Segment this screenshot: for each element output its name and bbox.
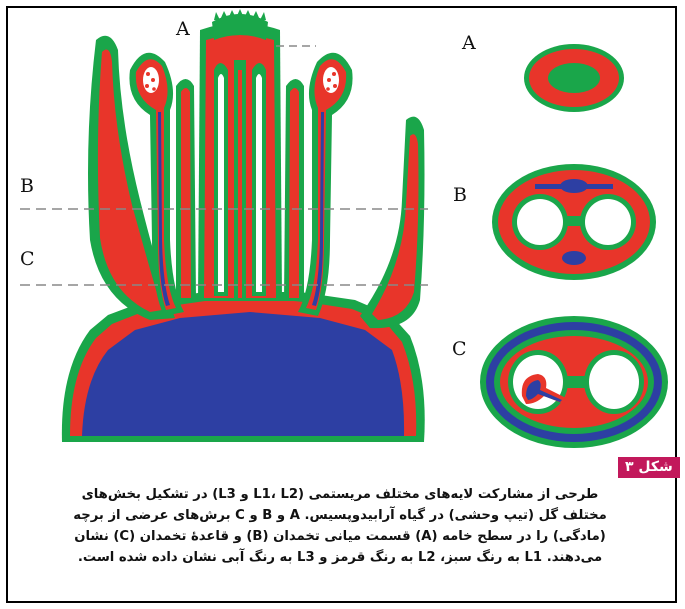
petal-left-L2 [181, 88, 191, 298]
carpel-cavity-right-inner [256, 74, 262, 292]
section-label-c: C [452, 338, 467, 360]
caption-line: می‌دهند. L1 به رنگ سبز، L2 به رنگ قرمز و… [20, 547, 660, 568]
caption-line: مختلف گل (تیپ وحشی) در گیاه آرابیدوپسیس.… [20, 505, 660, 526]
cross-section-b [492, 164, 656, 280]
section-label-a: A [462, 32, 476, 54]
septum-L3 [238, 70, 242, 298]
main-label-c: C [20, 248, 35, 270]
flower-longitudinal-section [62, 9, 425, 442]
main-label-b: B [20, 175, 34, 197]
stigma-papillae [214, 9, 266, 20]
carpel-cavity-left-inner [218, 74, 224, 292]
section-label-b: B [453, 184, 467, 206]
caption-line: (مادگی) را در سطح خامه (A) قسمت میانی تخ… [20, 526, 660, 547]
cross-section-c [480, 316, 668, 448]
figure-number-badge: شکل ۳ [618, 457, 680, 478]
caption-line: طرحی از مشارکت لایه‌های مختلف مریستمی (L… [20, 484, 660, 505]
main-label-a: A [176, 18, 190, 40]
figure-caption: طرحی از مشارکت لایه‌های مختلف مریستمی (L… [20, 484, 660, 568]
petal-right-L2 [289, 88, 299, 298]
cross-section-a [524, 44, 624, 112]
